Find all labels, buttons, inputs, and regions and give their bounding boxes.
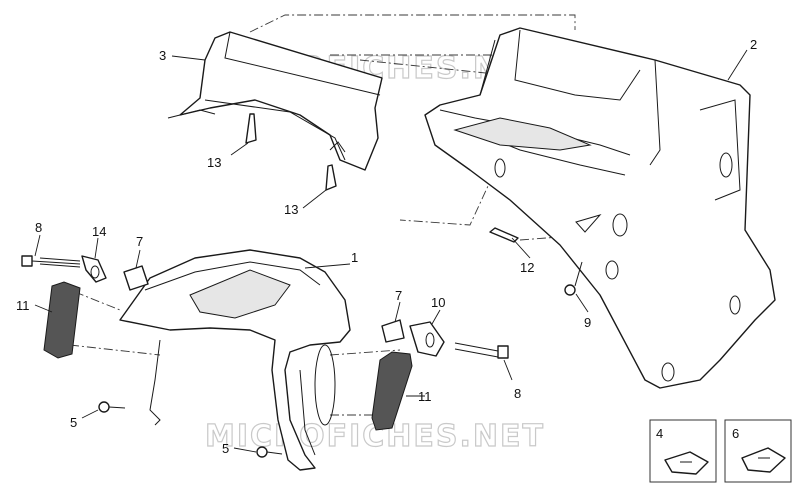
callout-5-bottom: 5 <box>222 441 229 456</box>
callout-6: 6 <box>732 426 739 441</box>
callout-7-right: 7 <box>395 288 402 303</box>
upper-cover <box>167 31 383 171</box>
leader-lines <box>34 49 748 453</box>
callout-2: 2 <box>750 37 757 52</box>
left-mount-hardware <box>21 255 149 291</box>
rear-inner-fender <box>424 27 776 389</box>
callout-5-left: 5 <box>70 415 77 430</box>
callout-8-left: 8 <box>35 220 42 235</box>
callout-11-right: 11 <box>418 389 432 404</box>
callout-14: 14 <box>92 224 106 239</box>
callout-9: 9 <box>584 315 591 330</box>
callout-7-left: 7 <box>136 234 143 249</box>
clip-nut-insets <box>649 419 792 483</box>
callout-11-left: 11 <box>16 298 30 313</box>
callout-13-upper: 13 <box>207 155 221 170</box>
right-mount-hardware <box>381 319 509 359</box>
small-screws <box>98 113 583 458</box>
callout-10: 10 <box>431 295 445 310</box>
callout-8-right: 8 <box>514 386 521 401</box>
callout-13-lower: 13 <box>284 202 298 217</box>
callout-labels: 1 2 3 4 5 5 6 7 7 8 8 9 10 11 11 12 13 1… <box>16 37 757 456</box>
callout-12: 12 <box>520 260 534 275</box>
callout-4: 4 <box>656 426 663 441</box>
reflectors <box>43 281 413 431</box>
front-fender <box>119 249 351 471</box>
callout-3: 3 <box>159 48 166 63</box>
callout-1: 1 <box>351 250 358 265</box>
